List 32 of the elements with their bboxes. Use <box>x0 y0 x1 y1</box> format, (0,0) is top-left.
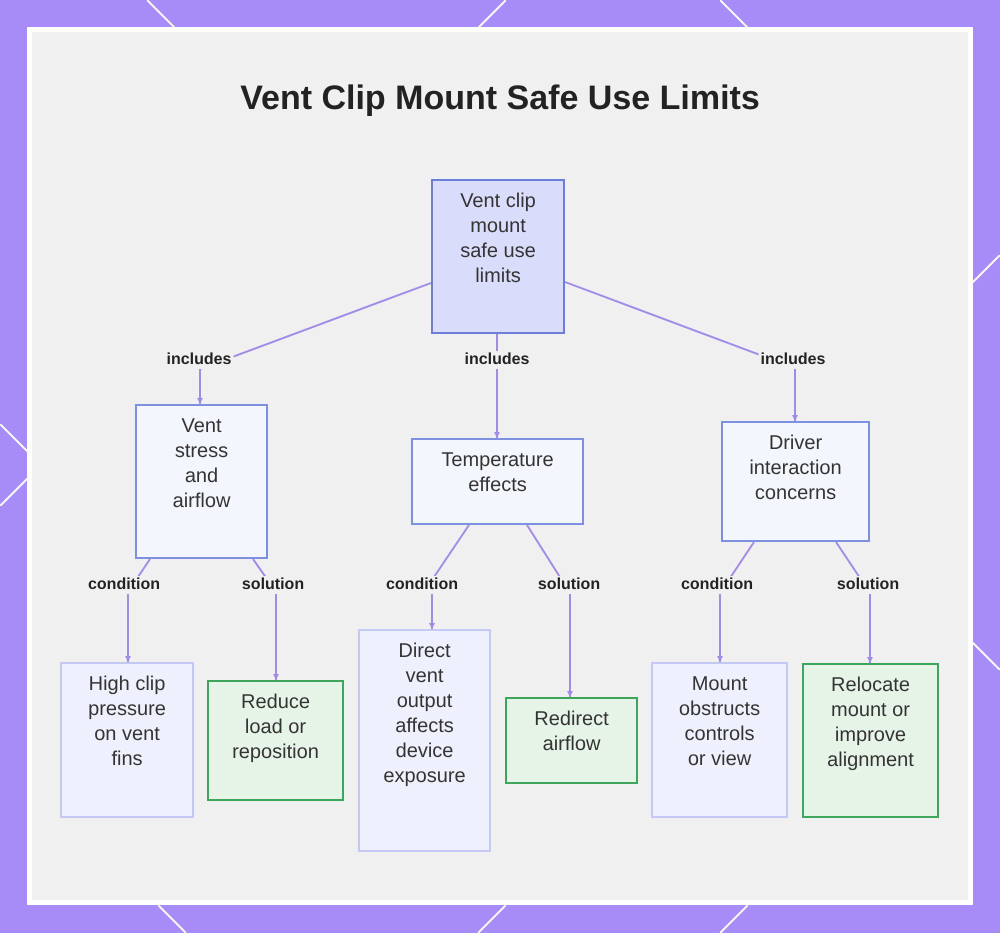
title: Vent Clip Mount Safe Use Limits <box>239 78 761 119</box>
edge-label: includes <box>758 351 828 369</box>
category-box <box>721 421 870 542</box>
edge-label: solution <box>536 576 602 594</box>
node-label: Temperature effects <box>440 448 555 498</box>
solution-box <box>802 663 939 818</box>
node-label: Relocate mount or improve alignment <box>826 673 915 773</box>
edge-label: solution <box>240 576 306 594</box>
node-label: High clip pressure on vent fins <box>87 672 167 772</box>
edge-label: condition <box>86 576 162 594</box>
condition-box <box>60 662 194 818</box>
connector-arrow <box>197 282 432 404</box>
condition-box <box>358 629 491 852</box>
edge-label: includes <box>164 351 234 369</box>
edge-label: condition <box>679 576 755 594</box>
node-label: Direct vent output affects device exposure <box>382 639 467 789</box>
category-box <box>411 438 584 525</box>
node-label: Driver interaction concerns <box>748 431 843 506</box>
topic-box <box>431 179 565 334</box>
node-label: Reduce load or reposition <box>231 690 320 765</box>
condition-box <box>651 662 788 818</box>
node-label: Mount obstructs controls or view <box>678 672 762 772</box>
node-label: Redirect airflow <box>533 707 610 757</box>
edge-label: condition <box>384 576 460 594</box>
edge-label: solution <box>834 576 902 594</box>
edge-label: includes <box>462 351 532 369</box>
category-box <box>135 404 268 559</box>
node-label: Vent stress and airflow <box>172 414 232 514</box>
connector-arrow <box>526 524 573 697</box>
solution-box <box>207 680 344 801</box>
node-label: Vent clip mount safe use limits <box>459 189 537 289</box>
solution-box <box>505 697 638 784</box>
